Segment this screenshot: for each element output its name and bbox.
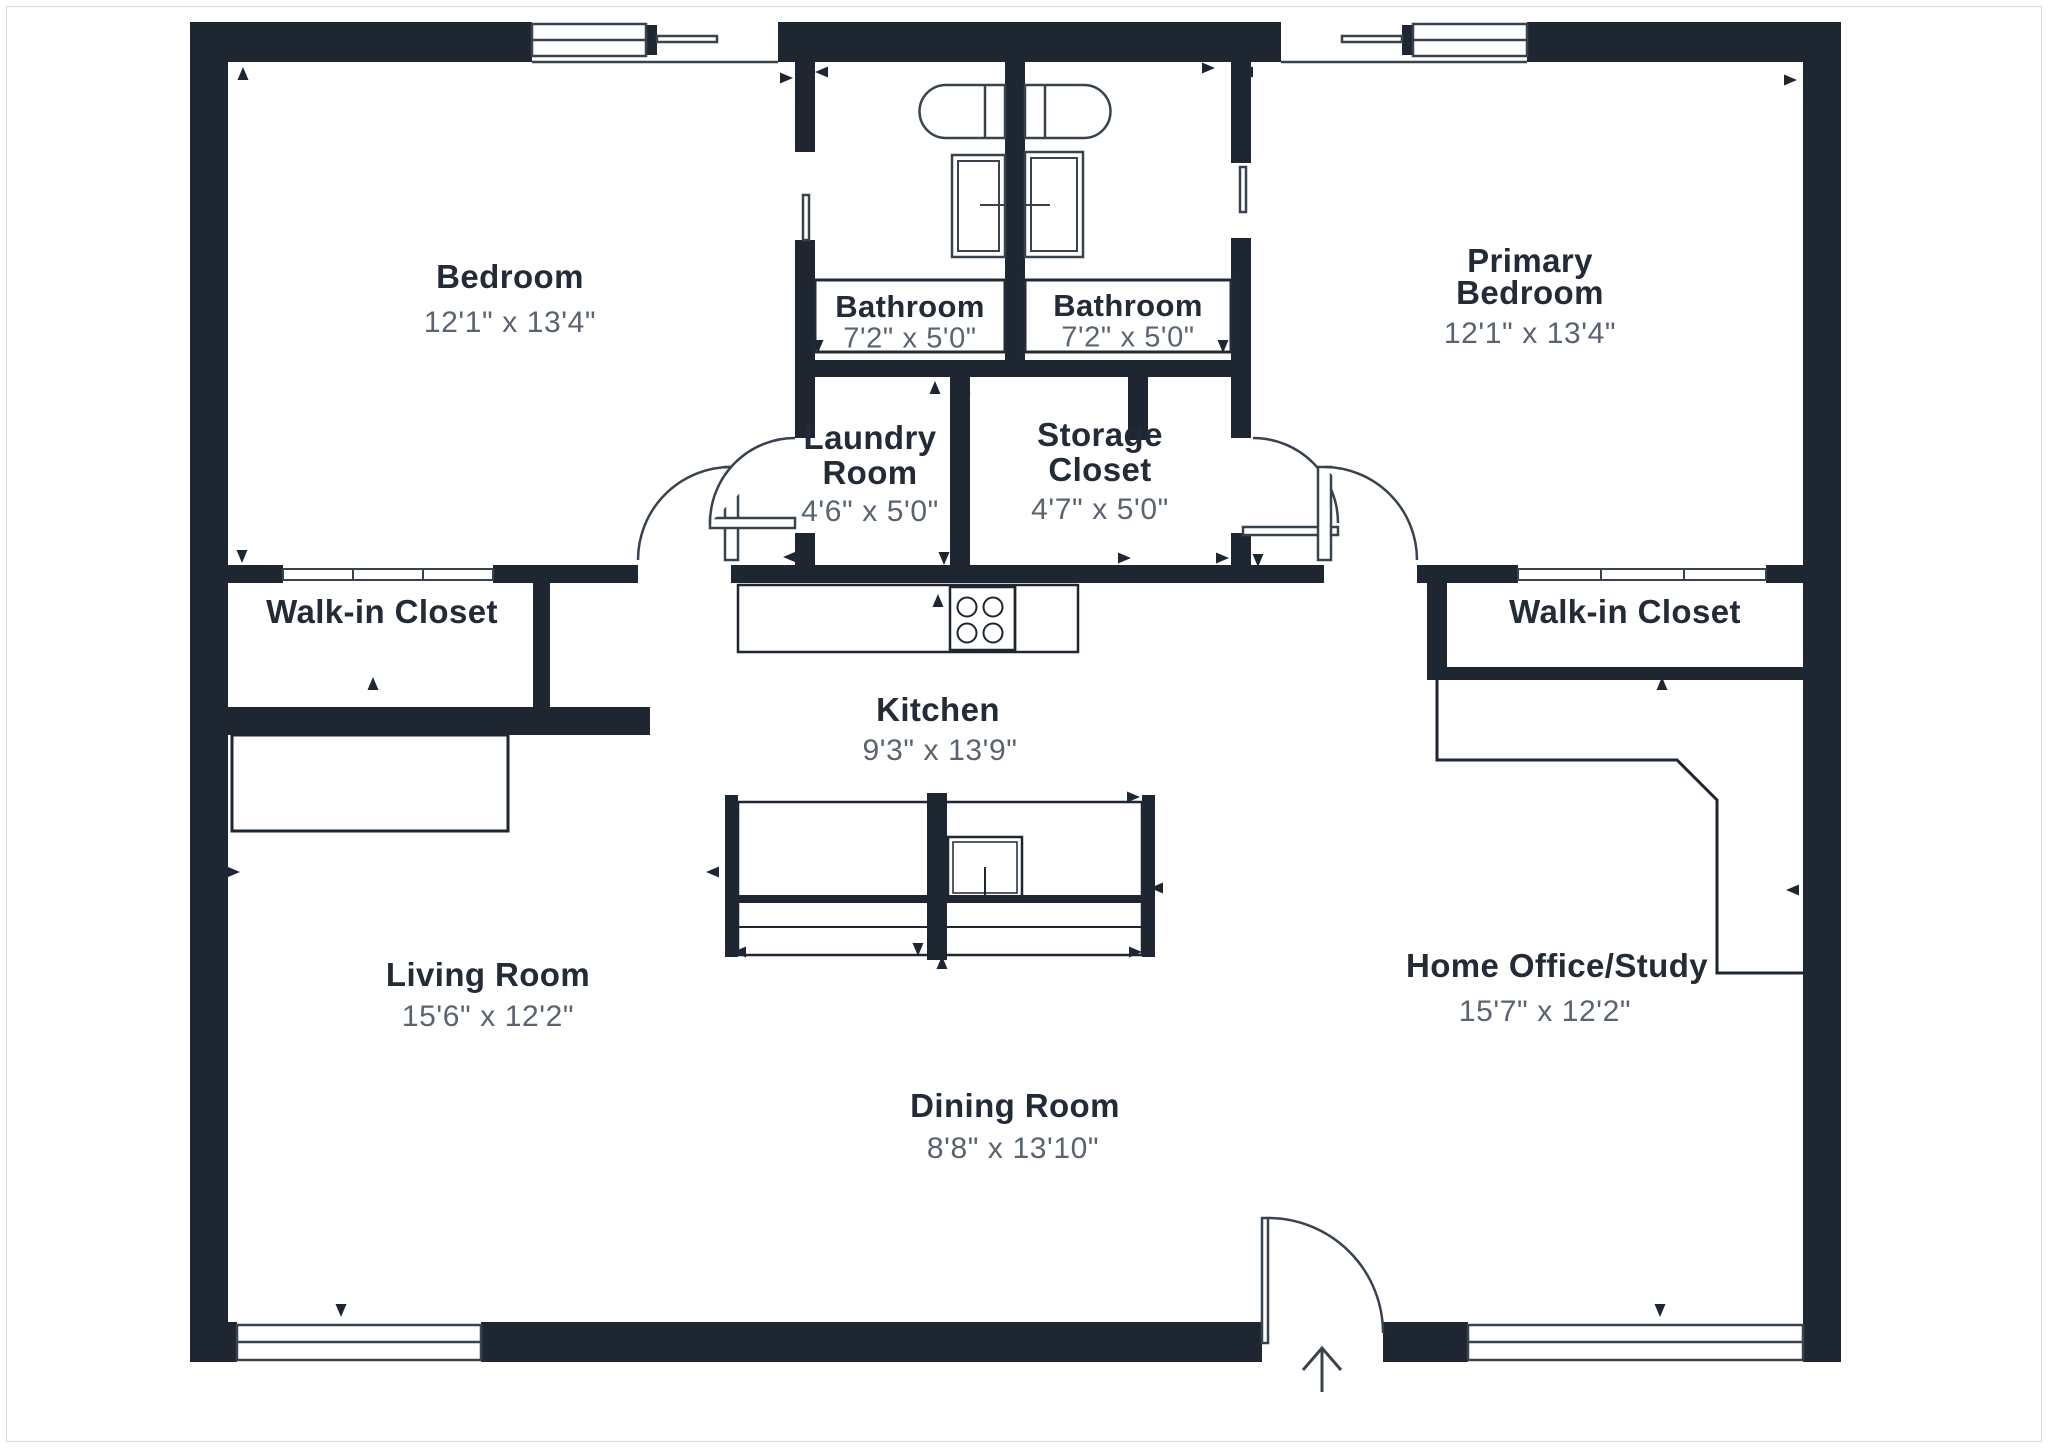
office-desk	[1435, 680, 1803, 975]
room-label-bedroom: Bedroom	[436, 258, 584, 295]
room-label-kitchen: Kitchen	[876, 691, 1000, 728]
door-leaf-storage	[1241, 525, 1340, 537]
living-room-cabinet	[230, 733, 510, 833]
room-dims-kitchen: 9'3" x 13'9"	[862, 734, 1018, 767]
room-dims-storage: 4'7" x 5'0"	[1031, 493, 1169, 526]
room-label-primary-bedroom-line2: Bedroom	[1456, 274, 1604, 311]
door-arc-entry	[1267, 1216, 1385, 1334]
room-dims-home-office: 15'7" x 12'2"	[1458, 995, 1632, 1028]
room-dims-living-room: 15'6" x 12'2"	[401, 1000, 575, 1033]
sink-icon	[946, 835, 1024, 900]
entry-arrow-icon	[1301, 1345, 1343, 1392]
doors	[636, 165, 1419, 1345]
bathtub-left-icon	[918, 83, 1007, 140]
window-rail-top-left	[655, 34, 719, 44]
room-label-walk-in-closet-left: Walk-in Closet	[266, 593, 498, 630]
door-leaf-entry	[1260, 1216, 1270, 1345]
dimension-arrows	[227, 62, 1799, 1317]
room-label-home-office: Home Office/Study	[1405, 947, 1709, 984]
room-label-laundry-line1: Laundry	[803, 419, 937, 456]
room-label-storage-line2: Closet	[1048, 451, 1152, 488]
door-arc-primary-bedroom	[1323, 465, 1419, 561]
sliding-door-left-closet	[282, 568, 494, 581]
kitchen-counter	[736, 583, 1080, 654]
window-rail-top-right	[1340, 34, 1404, 44]
windows	[235, 22, 1805, 1362]
room-label-primary-bedroom-line1: Primary	[1467, 242, 1593, 279]
canvas-border	[6, 6, 2042, 1442]
room-label-walk-in-closet-right: Walk-in Closet	[1509, 593, 1741, 630]
bathroom-fixtures	[918, 83, 1112, 259]
walls	[190, 22, 1841, 1362]
door-arc-laundry	[708, 436, 796, 524]
kitchen-island	[736, 800, 1144, 957]
bathroom-right-label-box	[1023, 278, 1233, 354]
room-dims-bathroom-right: 7'2" x 5'0"	[1061, 321, 1195, 354]
room-dims-bathroom-left: 7'2" x 5'0"	[843, 322, 977, 355]
room-label-laundry-line2: Room	[822, 454, 918, 491]
room-label-living-room: Living Room	[385, 956, 591, 993]
room-label-bathroom-left: Bathroom	[835, 289, 985, 324]
door-leaf-bathroom-right	[1238, 165, 1248, 214]
bathtub-right-icon	[1023, 83, 1112, 140]
door-leaf-bathroom-left	[801, 193, 811, 242]
bathroom-label-boxes	[813, 278, 1233, 354]
room-dims-laundry: 4'6" x 5'0"	[801, 495, 939, 528]
room-dims-primary-bedroom: 12'1" x 13'4"	[1443, 317, 1617, 350]
built-ins	[230, 680, 1803, 975]
room-dims-bedroom: 12'1" x 13'4"	[423, 306, 597, 339]
sliding-doors	[282, 568, 1767, 581]
room-dims-dining-room: 8'8" x 13'10"	[926, 1132, 1100, 1165]
door-arc-bedroom	[636, 465, 732, 561]
bathroom-left-label-box	[813, 278, 1007, 354]
sliding-door-right-closet	[1517, 568, 1767, 581]
room-label-storage-line1: Storage	[1037, 416, 1163, 453]
door-leaf-laundry	[708, 516, 797, 530]
door-leaf-primary-bedroom	[1316, 465, 1333, 562]
room-label-dining-room: Dining Room	[910, 1087, 1120, 1124]
room-label-bathroom-right: Bathroom	[1053, 288, 1203, 323]
